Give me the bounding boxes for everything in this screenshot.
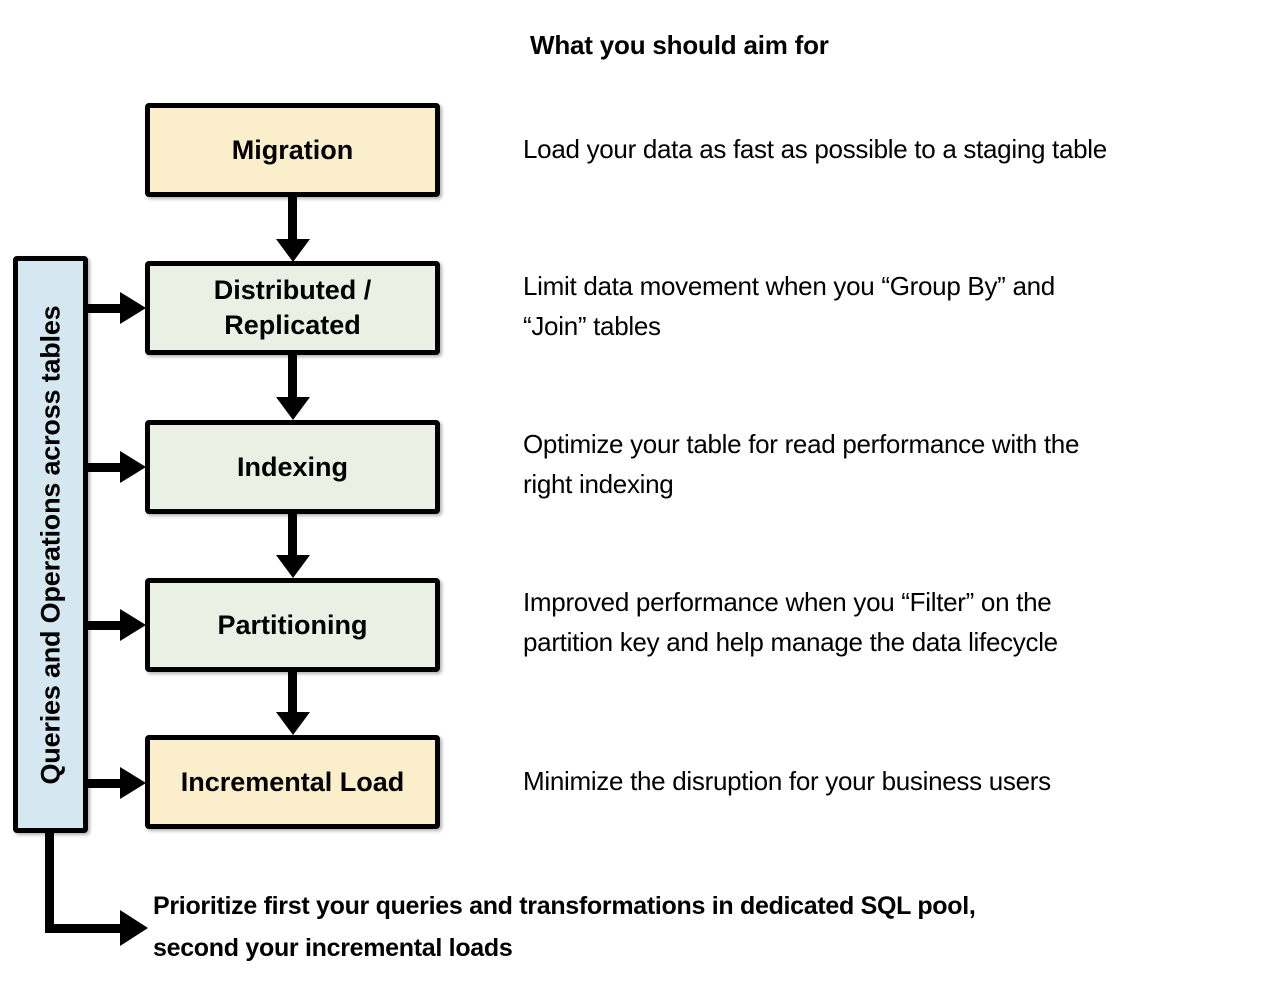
arrow-shaft [288,670,297,713]
description-line: Improved performance when you “Filter” o… [523,587,1052,617]
arrow-shaft [45,830,54,933]
footer-note: Prioritize first your queries and transf… [153,885,976,969]
arrow-shaft [45,924,120,933]
description-line: partition key and help manage the data l… [523,627,1058,657]
footer-note-line: second your incremental loads [153,934,513,962]
arrow-shaft [84,463,120,472]
description-line: right indexing [523,469,674,499]
queries-operations-bar-label: Queries and Operations across tables [35,305,65,784]
description-line: “Join” tables [523,311,661,341]
description-line: Limit data movement when you “Group By” … [523,271,1055,301]
flow-box-indexing: Indexing [145,420,440,514]
arrow-shaft [288,512,297,555]
description-distributed-replicated: Limit data movement when you “Group By” … [523,266,1055,346]
right-arrowhead-icon [120,292,146,324]
flow-box-distributed-replicated: Distributed / Replicated [145,261,440,355]
description-partitioning: Improved performance when you “Filter” o… [523,582,1058,662]
queries-operations-bar: Queries and Operations across tables [13,256,88,833]
description-indexing: Optimize your table for read performance… [523,424,1079,504]
aim-column-heading: What you should aim for [530,30,829,60]
flow-box-incremental-load: Incremental Load [145,735,440,829]
down-arrowhead-icon [276,555,310,578]
right-arrowhead-icon [120,609,146,641]
flow-box-partitioning: Partitioning [145,578,440,672]
flow-box-label: Incremental Load [180,766,405,797]
description-line: Minimize the disruption for your busines… [523,766,1051,796]
arrow-shaft [288,353,297,397]
arrow-shaft [84,304,120,313]
flow-box-label: Indexing [236,451,348,482]
description-line: Load your data as fast as possible to a … [523,134,1107,164]
flow-box-migration: Migration [145,103,440,197]
right-arrowhead-icon [120,767,146,799]
down-arrowhead-icon [276,239,310,262]
down-arrowhead-icon [276,712,310,735]
description-line: Optimize your table for read performance… [523,429,1080,459]
flow-box-label: Distributed / Replicated [213,275,372,340]
arrow-shaft [288,195,297,239]
footer-note-line: Prioritize first your queries and transf… [153,892,976,920]
down-arrowhead-icon [276,397,310,420]
arrow-shaft [84,779,120,788]
description-migration: Load your data as fast as possible to a … [523,129,1107,169]
right-arrowhead-icon [120,451,146,483]
flow-box-label: Partitioning [217,609,368,640]
arrow-shaft [84,621,120,630]
flow-box-label: Migration [231,134,354,165]
description-incremental-load: Minimize the disruption for your busines… [523,761,1051,801]
right-arrowhead-icon [120,910,148,946]
